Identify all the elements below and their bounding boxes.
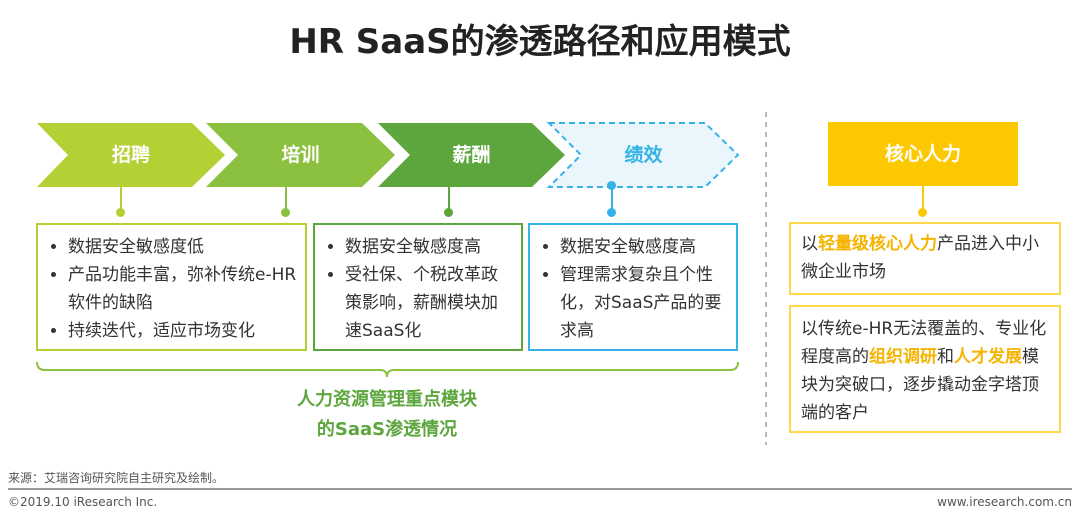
connector xyxy=(448,187,450,213)
bullet: 受社保、个税改革政策影响，薪酬模块加速SaaS化 xyxy=(345,261,513,345)
connector-dot xyxy=(607,208,616,217)
connector-dot xyxy=(116,208,125,217)
core-box-1: 以轻量级核心人力产品进入中小微企业市场 xyxy=(789,222,1061,295)
text: 模块为突破口，逐步撬动金字塔顶端的客户 xyxy=(801,347,1039,423)
chevron-training xyxy=(206,123,395,187)
source-note: 来源：艾瑞咨询研究院自主研究及绘制。 xyxy=(8,471,225,485)
stage-training-label: 培训 xyxy=(281,144,320,166)
text: 以传统e-HR无法覆盖的、专业化程度高的 xyxy=(801,319,1047,367)
connector xyxy=(120,187,122,213)
salary-box: 数据安全敏感度高受社保、个税改革政策影响，薪酬模块加速SaaS化 xyxy=(313,223,523,351)
text: 和 xyxy=(937,347,954,367)
chevron-recruit xyxy=(37,123,225,187)
chevron-performance xyxy=(546,122,740,188)
highlight: 人才发展 xyxy=(954,347,1022,367)
bullet: 产品功能丰富，弥补传统e-HR软件的缺陷 xyxy=(68,261,297,317)
bullet: 数据安全敏感度低 xyxy=(68,233,297,261)
connector xyxy=(611,187,613,213)
performance-box: 数据安全敏感度高管理需求复杂且个性化，对SaaS产品的要求高 xyxy=(528,223,738,351)
stage-salary-label: 薪酬 xyxy=(452,144,491,166)
connector-dot xyxy=(918,208,927,217)
core-box-2: 以传统e-HR无法覆盖的、专业化程度高的组织调研和人才发展模块为突破口，逐步撬动… xyxy=(789,305,1061,433)
text: 产品进入中小微企业市场 xyxy=(801,234,1039,282)
recruit-training-box: 数据安全敏感度低产品功能丰富，弥补传统e-HR软件的缺陷持续迭代，适应市场变化 xyxy=(36,223,307,351)
highlight: 轻量级核心人力 xyxy=(818,234,937,254)
caption: 人力资源管理重点模块 的SaaS渗透情况 xyxy=(237,385,537,445)
copyright: ©2019.10 iResearch Inc. xyxy=(8,495,158,509)
connector-dot xyxy=(444,208,453,217)
connector xyxy=(922,186,924,213)
bullet: 管理需求复杂且个性化，对SaaS产品的要求高 xyxy=(560,261,728,345)
stage-performance-label: 绩效 xyxy=(624,144,663,166)
text: 以 xyxy=(801,234,818,254)
bullet: 持续迭代，适应市场变化 xyxy=(68,317,297,345)
highlight: 组织调研 xyxy=(869,347,937,367)
stage-recruit-label: 招聘 xyxy=(111,144,150,166)
connector xyxy=(285,187,287,213)
bullet: 数据安全敏感度高 xyxy=(560,233,728,261)
chevron-salary xyxy=(378,123,565,187)
caption-line: 的SaaS渗透情况 xyxy=(316,419,458,440)
connector-dot xyxy=(607,181,616,190)
caption-line: 人力资源管理重点模块 xyxy=(297,389,477,410)
core-hr-box: 核心人力 xyxy=(828,122,1018,186)
page-title: HR SaaS的渗透路径和应用模式 xyxy=(289,22,791,62)
website-link[interactable]: www.iresearch.com.cn xyxy=(937,495,1072,509)
connector-dot xyxy=(281,208,290,217)
brace xyxy=(36,361,739,378)
bullet: 数据安全敏感度高 xyxy=(345,233,513,261)
